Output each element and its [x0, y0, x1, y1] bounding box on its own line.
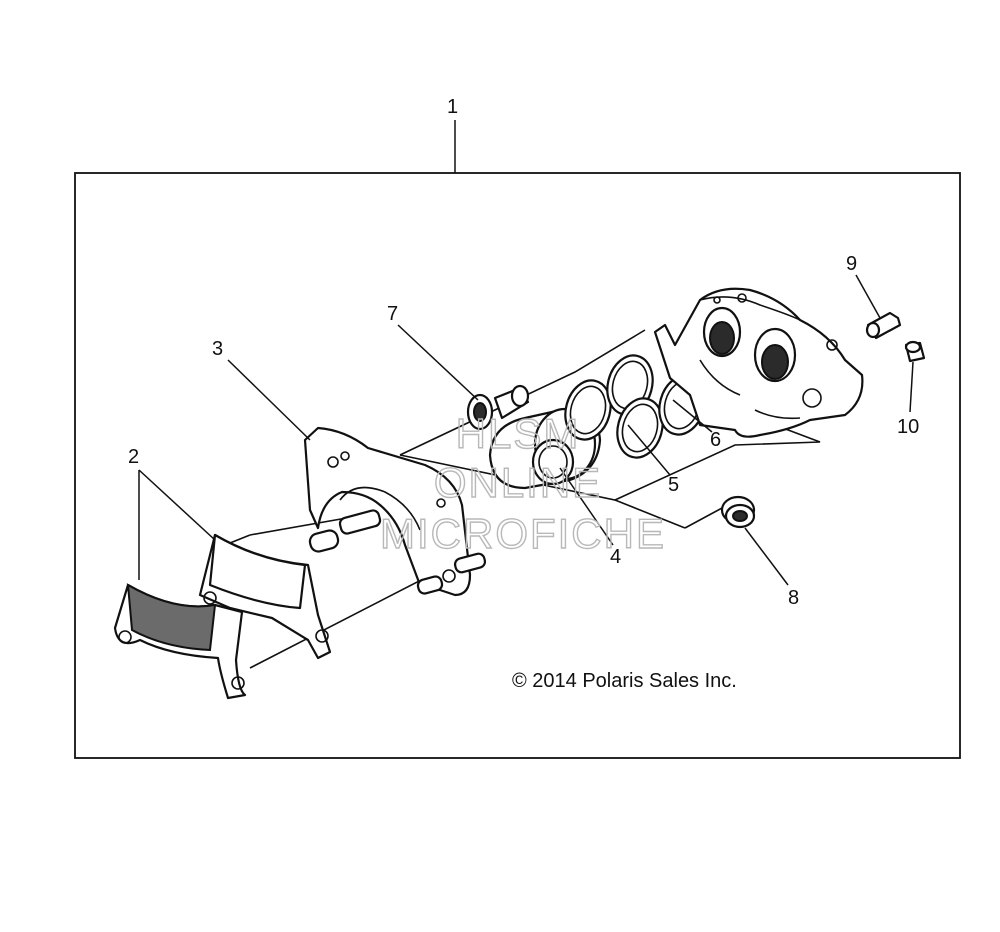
copyright-text: © 2014 Polaris Sales Inc.	[512, 670, 737, 692]
watermark-line-1: HLSM	[456, 410, 581, 457]
callout-7: 7	[387, 303, 398, 325]
caliper-bracket	[303, 426, 487, 597]
callout-10: 10	[897, 416, 919, 438]
part-10-cap	[904, 340, 926, 363]
watermark: HLSM ONLINE MICROFICHE	[379, 409, 666, 557]
assembly-frame	[74, 172, 961, 759]
callout-6: 6	[710, 429, 721, 451]
callout-4: 4	[610, 546, 621, 568]
callout-8: 8	[788, 587, 799, 609]
callout-1: 1	[447, 96, 458, 118]
leader-lines	[138, 274, 914, 586]
brake-pad-outer	[113, 583, 247, 700]
callout-3: 3	[212, 338, 223, 360]
callout-2: 2	[128, 446, 139, 468]
watermark-line-3: MICROFICHE	[380, 510, 666, 557]
watermark-line-2: ONLINE	[434, 459, 602, 506]
brake-pad-inner	[198, 533, 332, 660]
part-8-bushing	[720, 495, 756, 529]
caliper-housing	[653, 287, 864, 438]
part-7-seal	[466, 384, 530, 431]
callout-5: 5	[668, 474, 679, 496]
part-9-bleeder-screw	[865, 311, 902, 340]
callout-9: 9	[846, 253, 857, 275]
seal-rings	[564, 354, 706, 459]
